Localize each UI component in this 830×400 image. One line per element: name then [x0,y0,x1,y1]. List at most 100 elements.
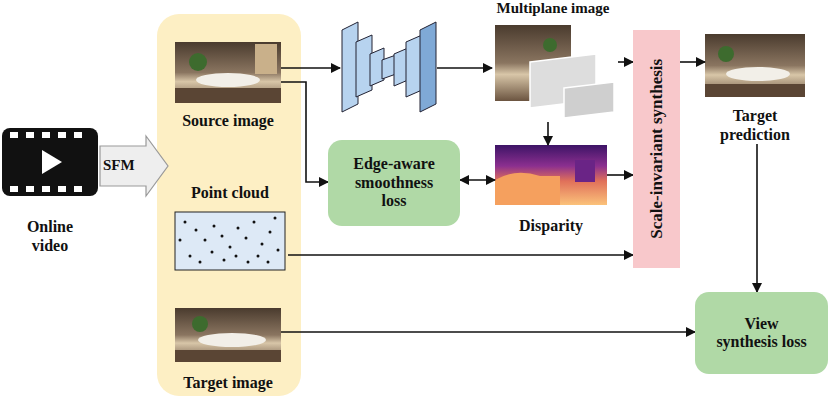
loss-box: View synthesis loss [695,292,828,374]
film-icon-part [42,150,62,174]
point-cloud-box-part [277,249,280,252]
prediction-photo-part [705,34,805,97]
prediction-photo-part [718,46,734,62]
point-cloud-box-part [179,239,182,242]
point-cloud-box-part [199,261,202,264]
step-label: SFM [103,157,135,174]
flow-arrow [288,254,633,256]
sfm-block-arrow [100,136,168,196]
disparity-map-part [575,160,595,182]
point-cloud-box-part [221,235,224,238]
point-cloud-box-part [204,239,207,242]
prediction-photo-part [705,84,805,97]
node-label: Edge-aware smoothness loss [342,155,446,210]
film-icon-part [2,128,98,196]
disparity-map-part [495,145,607,205]
node-label: View synthesis loss [713,315,810,352]
flow-arrow [460,179,495,181]
flow-arrow [680,61,705,63]
point-cloud-box-part [189,255,192,258]
flow-arrow [756,144,758,292]
image-node: Source image [175,42,281,130]
point-cloud-node: Point cloud [172,184,288,272]
point-cloud-box [175,212,285,270]
target-photo-part [198,333,266,347]
sfm-block-arrow-part [100,136,168,196]
point-cloud-box-part [261,243,264,246]
film-icon [2,128,98,196]
prediction-photo-part [726,67,790,81]
node-label: Target prediction [705,107,805,144]
film-icon-part [10,132,18,138]
point-cloud-box-part [274,217,277,220]
flow-arrow [607,174,633,176]
prediction-node: Target prediction [705,34,805,144]
disparity-node: Disparity [495,145,607,235]
film-icon-part [74,132,82,138]
point-cloud-box-part [247,261,250,264]
source-photo-part [189,53,207,71]
point-cloud-box-part [229,246,232,249]
target-photo-part [175,308,281,362]
point-cloud-box-part [267,261,270,264]
point-cloud-box-part [235,255,238,258]
film-icon-part [26,132,34,138]
synthesis-band: Scale-invariant synthesis [633,30,680,268]
point-cloud-box-part [211,251,214,254]
flow-arrow [547,122,549,145]
target-photo-part [192,316,208,332]
flow-arrow [618,61,633,63]
node-label: Point cloud [191,184,269,202]
film-icon-part [42,186,50,192]
video-node: Online video [0,125,100,255]
layout-arrows-part [437,67,492,69]
layout-arrows-part [281,67,340,69]
source-photo-part [175,42,281,103]
target-photo [175,308,281,362]
point-cloud-box-part [245,237,248,240]
point-cloud-box-part [257,255,260,258]
node-label: Scale-invariant synthesis [647,59,667,239]
film-icon-part [74,186,82,192]
node-label: Disparity [519,217,583,235]
point-cloud-box-part [253,221,256,224]
input-panel-part [157,14,301,396]
node-label: Multiplane image [497,0,610,17]
film-icon-part [42,132,50,138]
prediction-photo [705,34,805,97]
multiplane-planes-part [564,82,614,118]
source-photo-part [255,44,277,74]
flow-arrow [281,82,328,182]
source-photo [175,42,281,103]
multiplane-planes [495,25,614,118]
film-icon-part [10,186,18,192]
layout-arrows [281,67,492,69]
disparity-map-part [495,173,560,205]
input-panel [157,14,301,396]
node-label: Online video [19,218,81,255]
mpi-node: Multiplane image [488,0,618,122]
flow-arrow [281,331,695,333]
image-node: Target image [175,308,281,392]
node-label: Source image [182,112,274,130]
node-label: Target image [183,374,273,392]
point-cloud-box-part [269,231,272,234]
film-icon-part [58,186,66,192]
network-layers-part [420,22,436,112]
disparity-map [495,145,607,205]
network-layers [342,22,436,112]
point-cloud-box-part [213,225,216,228]
point-cloud-box-part [195,229,198,232]
target-photo-part [175,350,281,362]
point-cloud-box-part [237,227,240,230]
source-photo-part [175,88,281,103]
point-cloud-box-part [175,212,285,270]
film-icon-part [26,186,34,192]
multiplane-planes-part [543,38,557,52]
source-photo-part [196,73,260,87]
point-cloud-box-part [184,221,187,224]
loss-box: Edge-aware smoothness loss [328,140,460,226]
point-cloud-box-part [223,259,226,262]
film-icon-part [58,132,66,138]
